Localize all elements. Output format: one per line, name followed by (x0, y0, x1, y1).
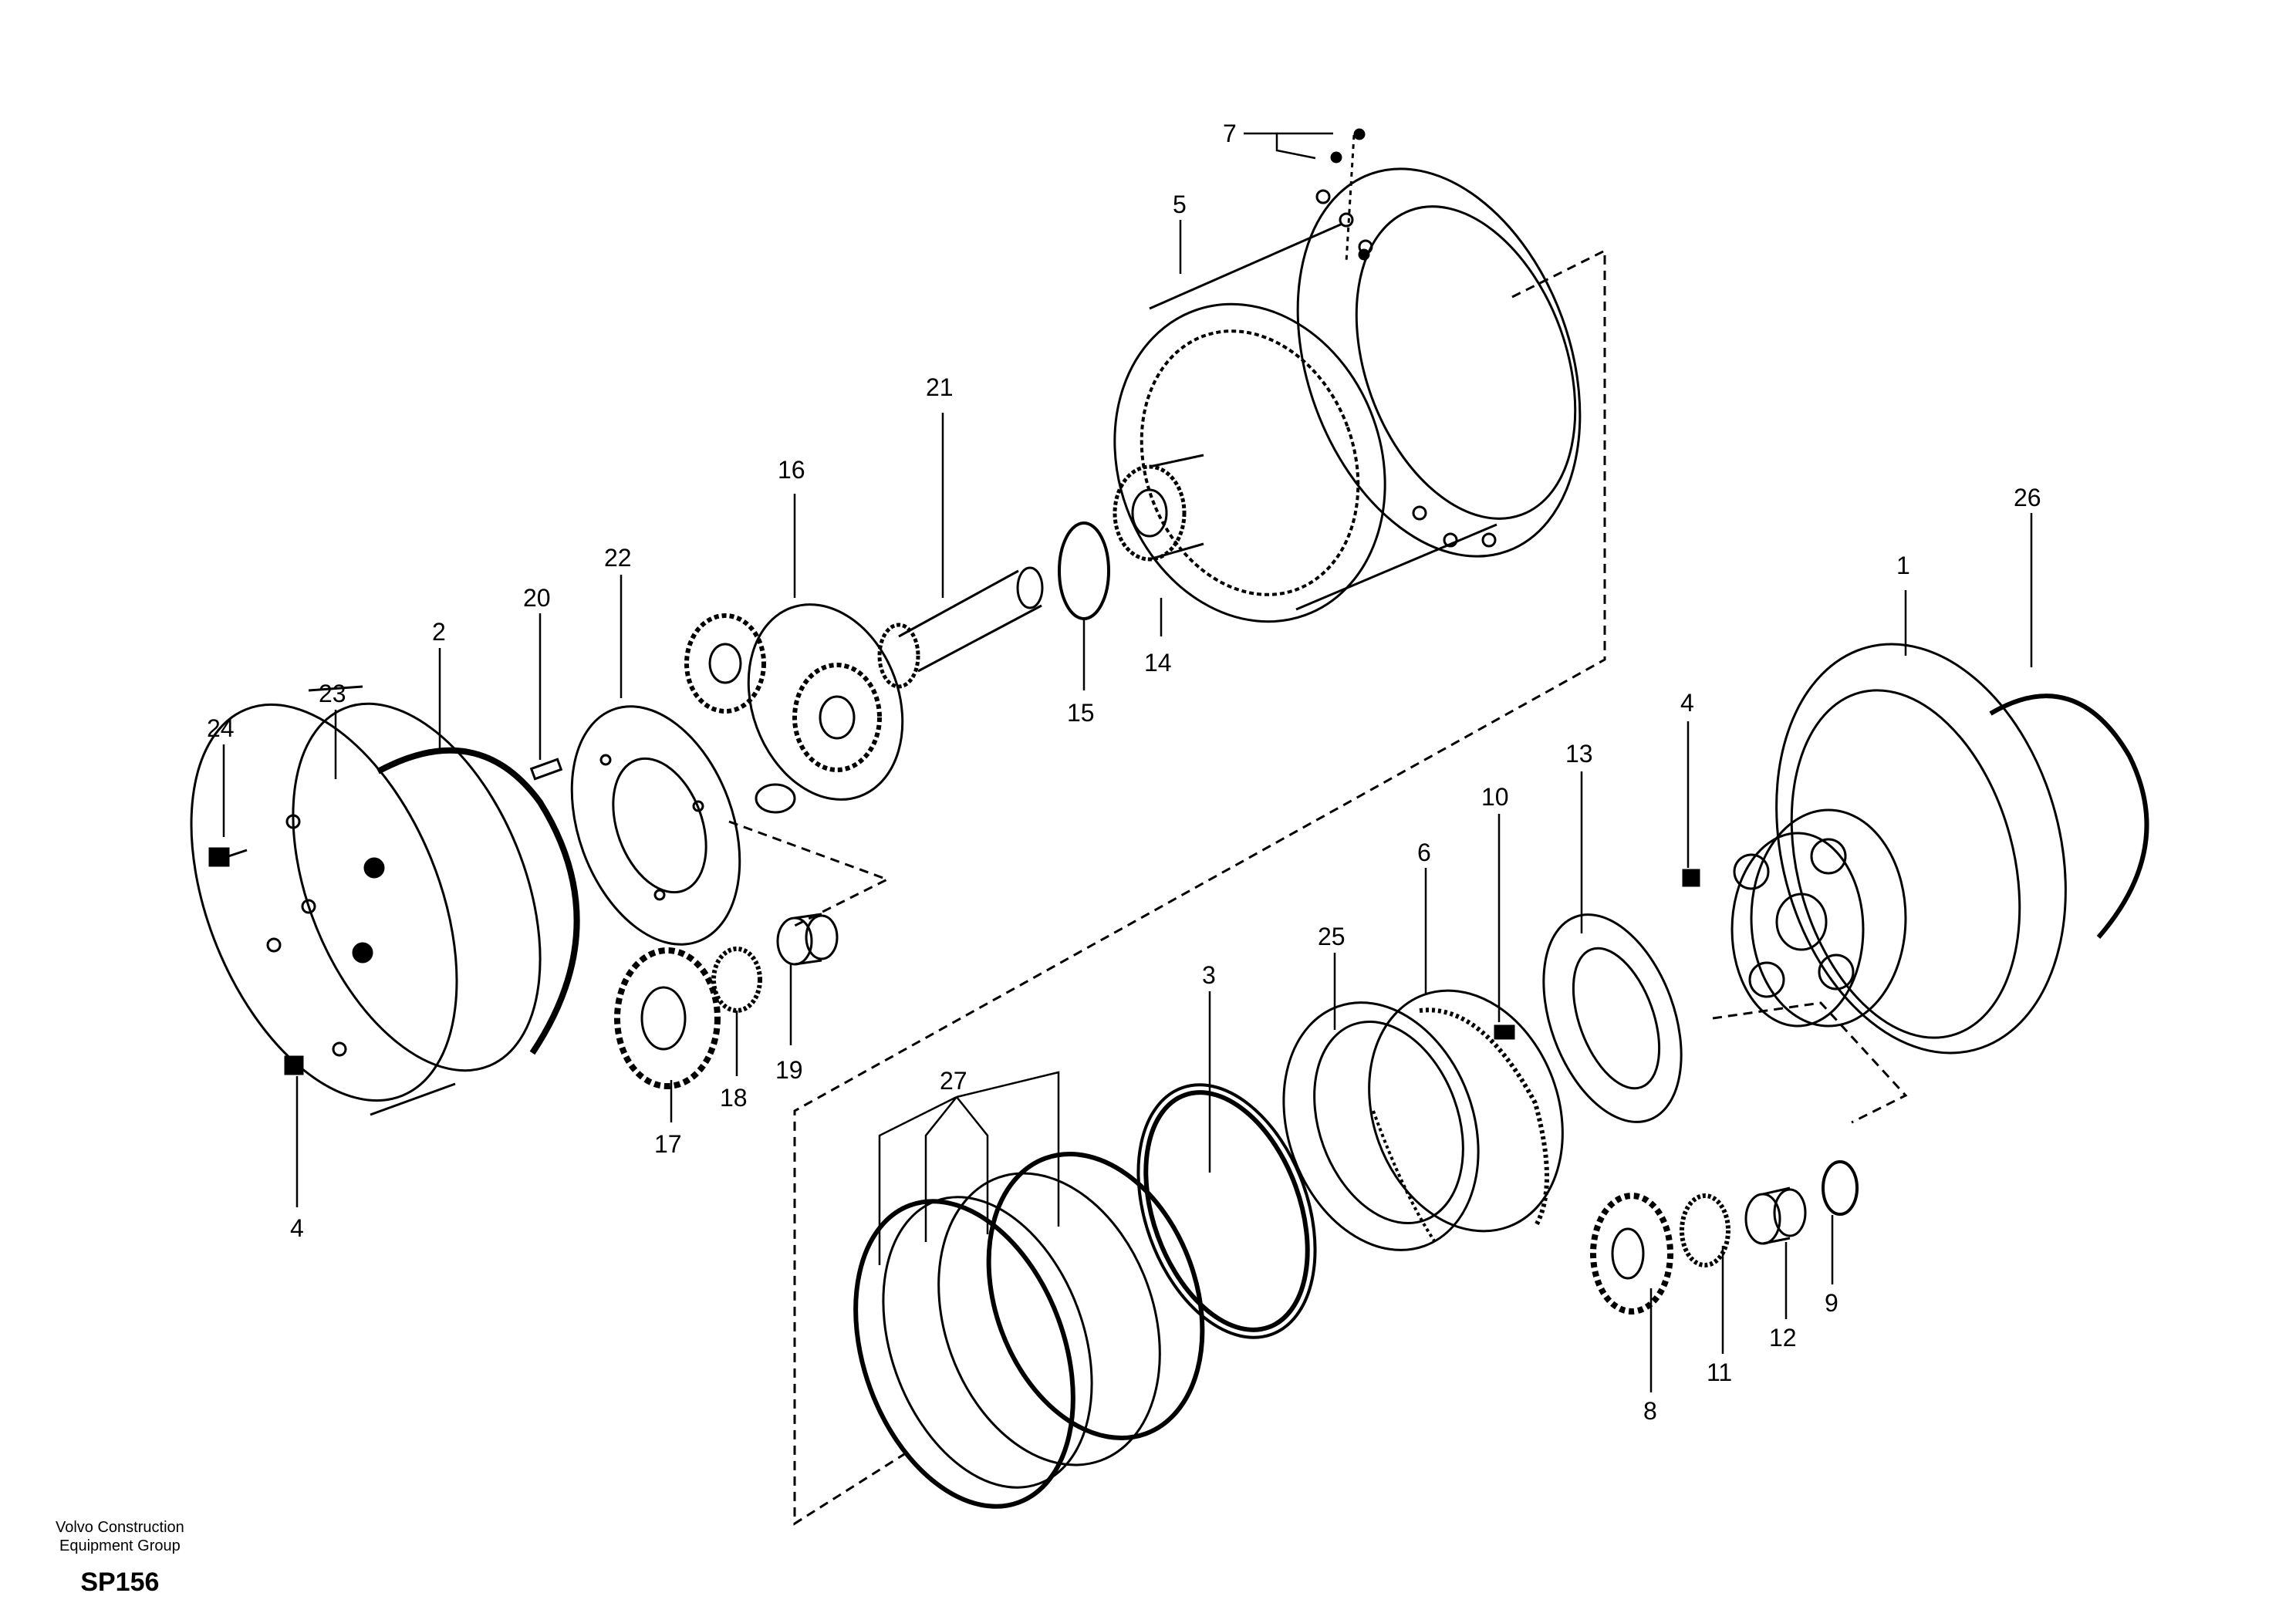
planet-gear (614, 947, 721, 1089)
sun-gear (1113, 454, 1204, 562)
callout-7: 7 (1223, 120, 1237, 147)
planet-carrier (684, 603, 904, 814)
figure-code: SP156 (80, 1568, 160, 1597)
callout-24: 24 (207, 714, 235, 742)
housing-screws (1330, 128, 1370, 263)
cover (190, 685, 542, 1116)
drive-shaft (877, 566, 1044, 689)
ring-gear-housing (1113, 167, 1582, 623)
screw-10 (1494, 1024, 1515, 1040)
callout-27: 27 (940, 1067, 967, 1095)
washer-9 (1822, 1160, 1859, 1216)
figure-caption: Volvo Construction Equipment Group SP156 (56, 1518, 184, 1598)
callout-25: 25 (1318, 923, 1346, 950)
gear-8 (1590, 1193, 1673, 1315)
pin (529, 758, 563, 781)
callout-13: 13 (1565, 740, 1593, 768)
callout-9: 9 (1825, 1289, 1838, 1317)
callout-22: 22 (604, 544, 632, 572)
callout-8: 8 (1643, 1397, 1657, 1425)
callout-15: 15 (1067, 699, 1095, 727)
bearing-11 (1680, 1193, 1730, 1267)
callout-4-left: 4 (290, 1214, 304, 1242)
bushing (776, 913, 839, 966)
callout-19: 19 (775, 1056, 803, 1084)
plug-right (1682, 869, 1700, 887)
callout-20: 20 (523, 584, 551, 612)
callout-14: 14 (1144, 649, 1172, 677)
callout-16: 16 (778, 456, 805, 484)
callout-2: 2 (432, 618, 446, 646)
bushing-12 (1744, 1186, 1807, 1245)
callout-26: 26 (2014, 484, 2041, 511)
lock-ring (1136, 1083, 1317, 1339)
plate-13 (1542, 913, 1683, 1123)
callout-labels: 1 2 3 4 4 5 6 7 8 9 10 11 12 13 14 15 16… (207, 120, 2041, 1425)
callout-18: 18 (720, 1084, 748, 1112)
callout-21: 21 (926, 373, 954, 401)
assembly-guide-lines (728, 248, 1908, 1526)
callout-4-right: 4 (1680, 689, 1694, 717)
callout-3: 3 (1202, 961, 1216, 989)
callout-11: 11 (1707, 1358, 1732, 1386)
hub (1730, 643, 2067, 1055)
callout-1: 1 (1896, 552, 1910, 579)
callout-23: 23 (319, 680, 346, 707)
org-line-1: Volvo Construction (56, 1519, 184, 1536)
callout-6: 6 (1417, 839, 1431, 866)
callout-5: 5 (1173, 191, 1187, 218)
floating-seals (853, 1152, 1205, 1509)
bolt-24 (208, 847, 248, 867)
callout-leaders (222, 132, 2033, 1392)
needle-bearing (711, 947, 762, 1013)
o-ring-cover (376, 747, 580, 1055)
main-bearing (1282, 989, 1564, 1251)
o-ring-hub (1989, 694, 2149, 939)
plug-left (284, 1055, 304, 1075)
thrust-plate (570, 705, 741, 946)
snap-ring-upper (1058, 521, 1110, 620)
org-line-2: Equipment Group (59, 1537, 181, 1554)
callout-10: 10 (1481, 783, 1509, 811)
callout-12: 12 (1769, 1324, 1797, 1352)
callout-17: 17 (654, 1130, 682, 1158)
